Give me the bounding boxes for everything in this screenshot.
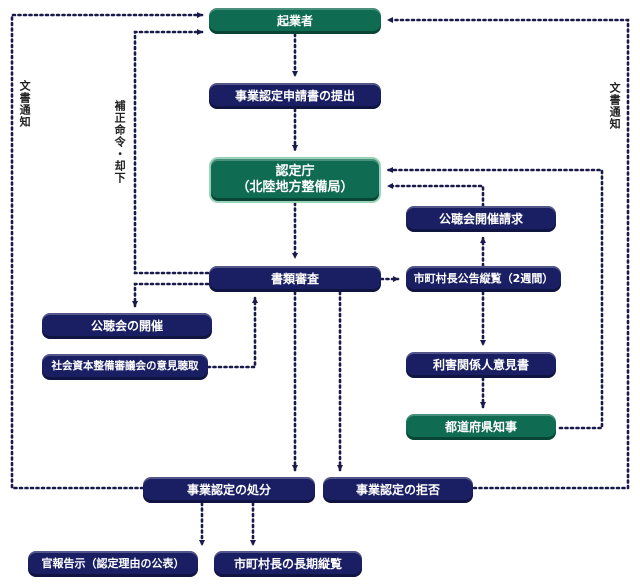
agency-office: （北陸地方整備局） <box>236 180 354 195</box>
edge-governor-agency <box>386 167 604 430</box>
node-certifying-agency: 認定庁 （北陸地方整備局） <box>209 157 381 203</box>
node-governor: 都道府県知事 <box>406 414 556 440</box>
label-doc-notice-left: 文書通知 <box>18 80 32 128</box>
node-council-opinion: 社会資本整備審議会の意見聴取 <box>42 354 208 380</box>
node-hearing-request: 公聴会開催請求 <box>406 206 556 232</box>
edge-correction-order <box>133 29 210 275</box>
agency-name: 認定庁 <box>275 163 315 179</box>
label-correction-order: 補正命令・却下 <box>113 100 127 184</box>
edge-council-review <box>206 296 258 369</box>
node-application: 事業認定申請書の提出 <box>209 83 381 109</box>
node-rejection: 事業認定の拒否 <box>323 477 473 503</box>
edge-notice-right <box>386 17 630 490</box>
node-document-review: 書類審査 <box>209 266 381 292</box>
node-stakeholder-opinion: 利害関係人意見書 <box>406 352 556 378</box>
label-doc-notice-right: 文書通知 <box>608 82 622 130</box>
node-entrepreneur: 起業者 <box>209 8 381 34</box>
node-long-term-inspection: 市町村長の長期縦覧 <box>214 551 362 577</box>
node-hearing-held: 公聴会の開催 <box>42 313 212 339</box>
edge-hearingrequest-agency <box>386 183 485 208</box>
node-approval-decision: 事業認定の処分 <box>143 477 315 503</box>
node-gazette: 官報告示（認定理由の公表） <box>28 551 198 577</box>
edge-review-hearing <box>132 282 210 308</box>
node-public-notice: 市町村長公告縦覧（2週間） <box>406 266 561 292</box>
edge-notice-left <box>10 12 204 490</box>
